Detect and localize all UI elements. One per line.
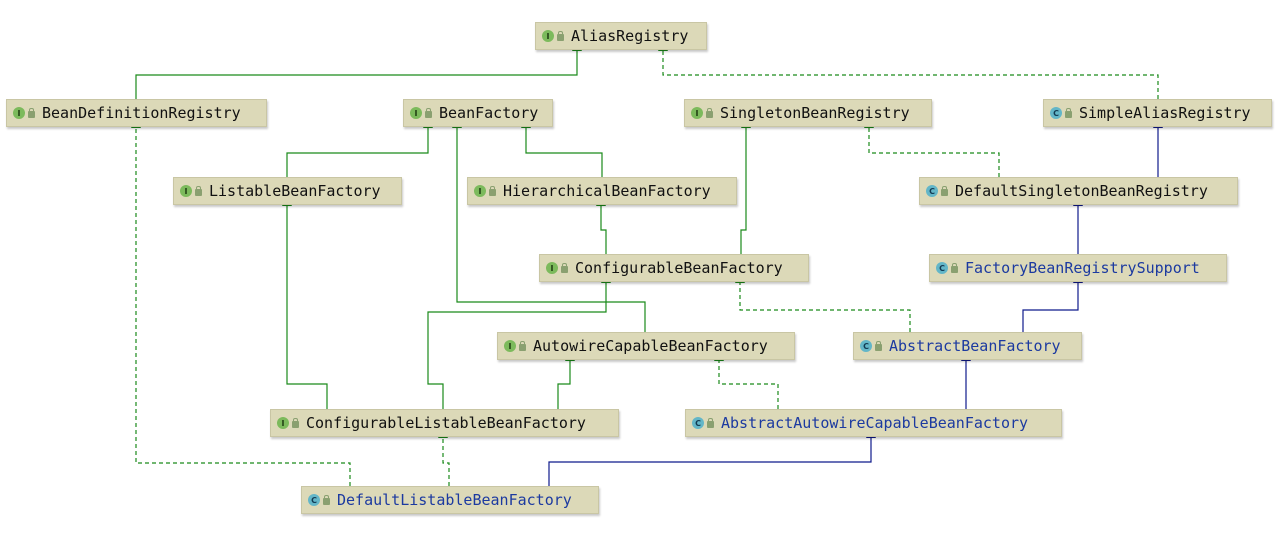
lock-icon	[195, 185, 202, 196]
lock-icon	[425, 107, 432, 118]
interface-icon: I	[13, 107, 25, 119]
interface-icon: I	[474, 185, 486, 197]
interface-icon: I	[180, 185, 192, 197]
interface-icon: I	[410, 107, 422, 119]
interface-icon: I	[504, 340, 516, 352]
lock-icon	[561, 262, 568, 273]
class-icon: C	[860, 340, 872, 352]
edge-ConfigurableBeanFactory-to-SingletonBeanRegistry	[740, 118, 751, 254]
class-icon: C	[308, 494, 320, 506]
edge-ConfigurableListableBeanFactory-to-ConfigurableBeanFactory	[427, 273, 611, 409]
lock-icon	[323, 494, 330, 505]
interface-icon: I	[277, 417, 289, 429]
edge-ConfigurableListableBeanFactory-to-ListableBeanFactory	[282, 196, 328, 409]
edge-DefaultListableBeanFactory-to-BeanDefinitionRegistry	[131, 118, 351, 486]
lock-icon	[707, 417, 714, 428]
lock-icon	[951, 262, 958, 273]
lock-icon	[875, 340, 882, 351]
lock-icon	[706, 107, 713, 118]
lock-icon	[28, 107, 35, 118]
edge-DefaultSingletonBeanRegistry-to-SingletonBeanRegistry	[864, 118, 1000, 177]
edge-SimpleAliasRegistry-to-AliasRegistry	[658, 41, 1159, 99]
edge-AbstractBeanFactory-to-ConfigurableBeanFactory	[735, 273, 911, 332]
class-icon: C	[1050, 107, 1062, 119]
edge-HierarchicalBeanFactory-to-BeanFactory	[521, 118, 603, 177]
class-icon: C	[692, 417, 704, 429]
edge-ConfigurableBeanFactory-to-HierarchicalBeanFactory	[596, 196, 607, 254]
edge-AbstractBeanFactory-to-FactoryBeanRegistrySupport	[1022, 273, 1083, 332]
lock-icon	[941, 185, 948, 196]
class-icon: C	[936, 262, 948, 274]
interface-icon: I	[542, 30, 554, 42]
edge-AutowireCapableBeanFactory-to-BeanFactory	[452, 118, 646, 332]
lock-icon	[557, 30, 564, 41]
interface-icon: I	[691, 107, 703, 119]
lock-icon	[519, 340, 526, 351]
lock-icon	[489, 185, 496, 196]
edge-BeanDefinitionRegistry-to-AliasRegistry	[135, 41, 582, 99]
lock-icon	[292, 417, 299, 428]
edge-AbstractAutowireCapableBeanFactory-to-AutowireCapableBeanFactory	[714, 351, 779, 409]
class-icon: C	[926, 185, 938, 197]
edge-DefaultListableBeanFactory-to-AbstractAutowireCapableBeanFactory	[548, 428, 876, 486]
edge-ListableBeanFactory-to-BeanFactory	[286, 118, 433, 177]
edge-DefaultListableBeanFactory-to-ConfigurableListableBeanFactory	[438, 428, 450, 486]
interface-icon: I	[546, 262, 558, 274]
edge-ConfigurableListableBeanFactory-to-AutowireCapableBeanFactory	[557, 351, 575, 409]
lock-icon	[1065, 107, 1072, 118]
